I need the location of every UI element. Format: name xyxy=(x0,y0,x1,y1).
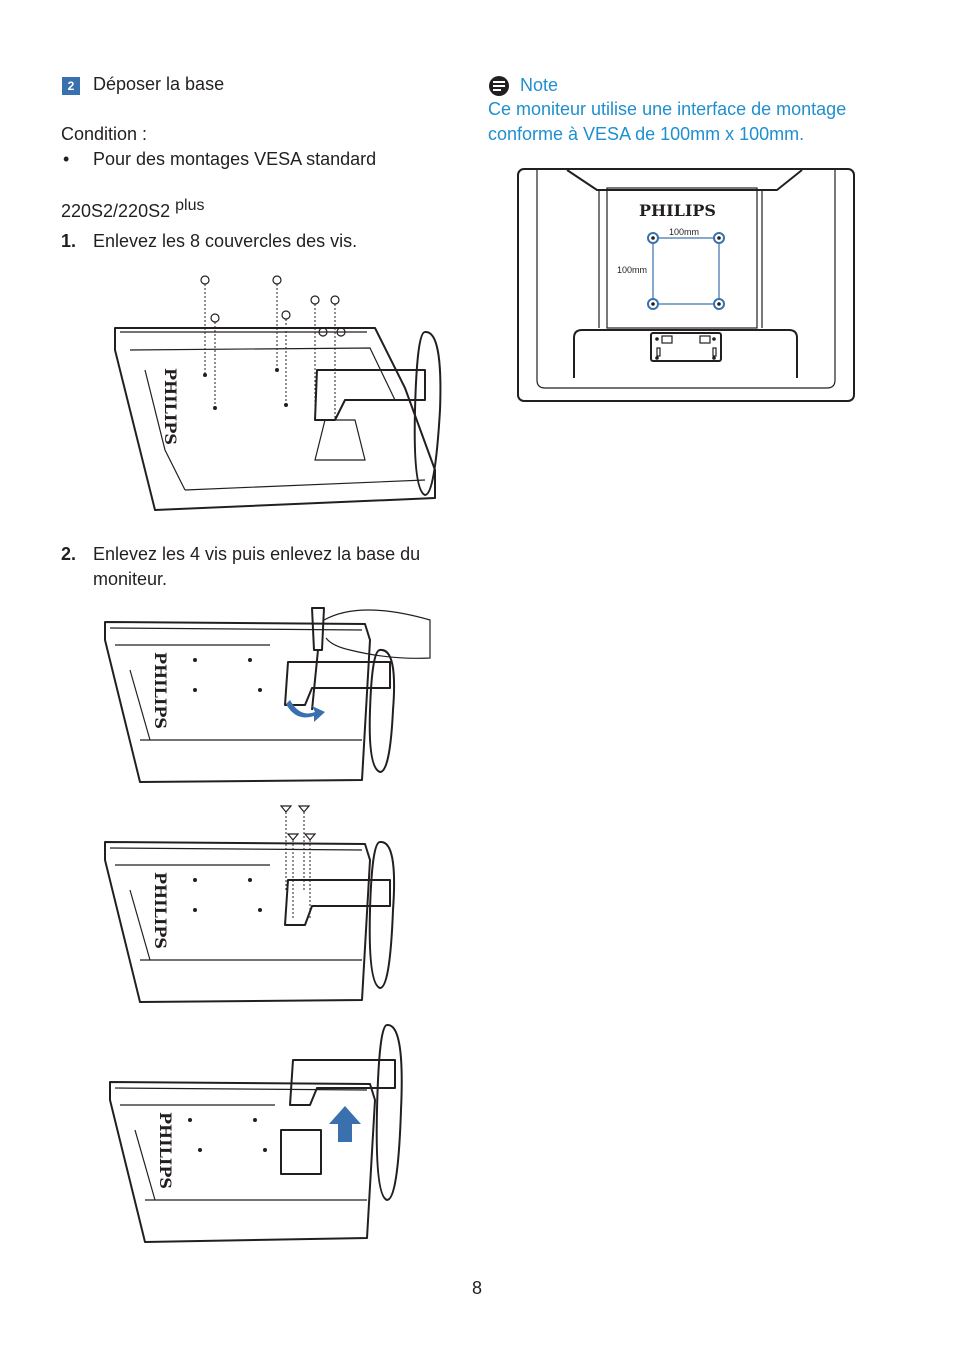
lift-arrow-icon xyxy=(329,1106,361,1142)
screw-icons xyxy=(279,805,317,920)
screwdriver-icon xyxy=(311,607,325,651)
illustration-remove-screw-covers: PHILIPS xyxy=(114,275,442,511)
step-2-text-line2: moniteur. xyxy=(93,569,168,589)
model-base-name: 220S2/220S2 xyxy=(61,201,171,221)
illustration-screws-removed: PHILIPS xyxy=(104,805,396,1003)
illustration-unscrew-base: PHILIPS xyxy=(104,607,431,783)
model-name: 220S2/220S2 plus xyxy=(61,197,205,225)
condition-item: Pour des montages VESA standard xyxy=(93,149,377,169)
step-2-number: 2. xyxy=(61,544,77,564)
hand-icon xyxy=(323,609,431,659)
model-suffix: plus xyxy=(175,197,205,214)
screw-cover-group xyxy=(200,275,346,420)
note-icon xyxy=(489,76,509,96)
illustration-brand-1: PHILIPS xyxy=(161,368,180,445)
vesa-height-label: 100mm xyxy=(617,265,647,275)
page-number: 8 xyxy=(471,1278,482,1298)
step-1-text: Enlevez les 8 couvercles des vis. xyxy=(93,231,358,251)
vesa-brand-logo: PHILIPS xyxy=(639,201,716,220)
step-2-text-line1: Enlevez les 4 vis puis enlevez la base d… xyxy=(93,544,421,564)
illustration-brand-2: PHILIPS xyxy=(151,652,170,729)
rotate-arrow-icon xyxy=(286,700,325,722)
vesa-width-label: 100mm xyxy=(669,227,699,237)
note-title: Note xyxy=(520,75,559,95)
note-line-2: conforme à VESA de 100mm x 100mm. xyxy=(488,124,805,144)
illustration-brand-4: PHILIPS xyxy=(156,1112,175,1189)
illustration-lift-base: PHILIPS xyxy=(109,1024,403,1243)
section-number-badge: 2 xyxy=(62,77,80,95)
condition-label: Condition : xyxy=(61,124,148,144)
vesa-mount-diagram: PHILIPS 100mm 100mm xyxy=(517,168,855,402)
step-1-number: 1. xyxy=(61,231,77,251)
vesa-hole-group xyxy=(647,232,725,310)
section-title: Déposer la base xyxy=(93,74,225,94)
bullet-marker: • xyxy=(63,149,70,169)
note-line-1: Ce moniteur utilise une interface de mon… xyxy=(488,99,847,119)
illustration-brand-3: PHILIPS xyxy=(151,872,170,949)
